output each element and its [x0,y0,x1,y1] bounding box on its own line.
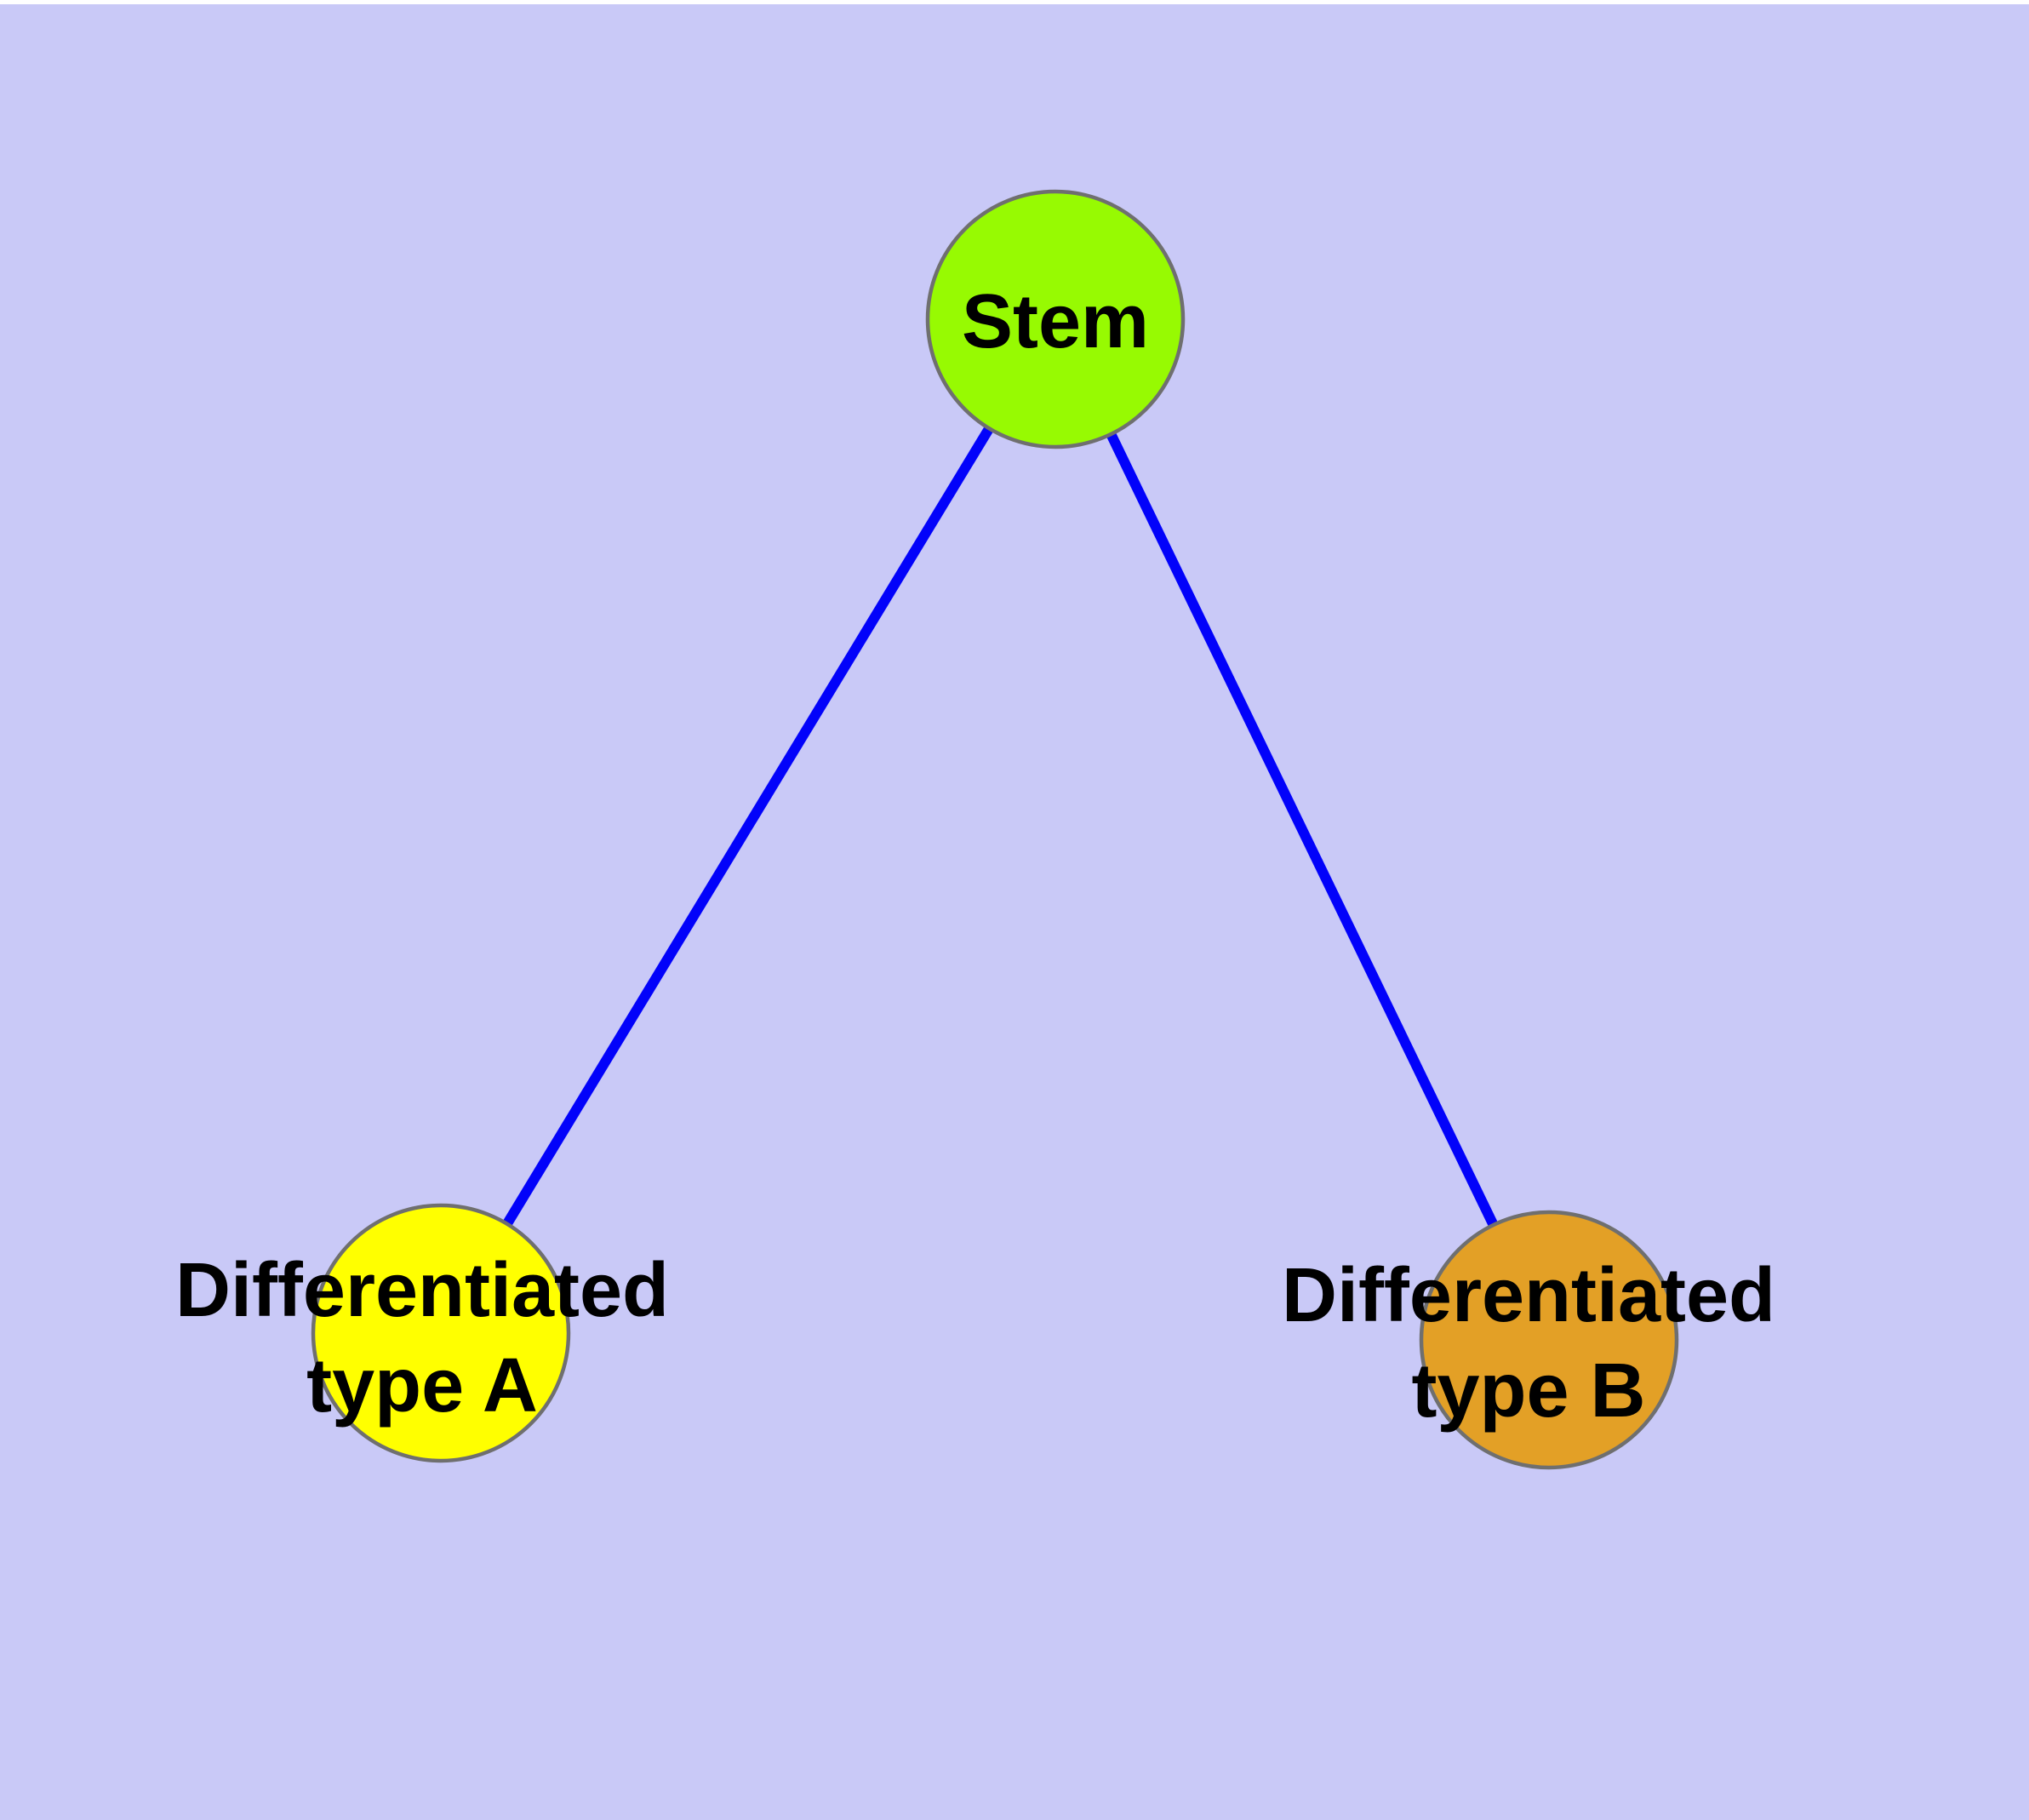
node-type-b-label-line1: Differentiated [1282,1253,1775,1338]
node-stem-circle [925,189,1186,449]
node-type-b-circle [1419,1210,1679,1470]
node-type-a-label-line1: Differentiated [175,1248,669,1333]
node-stem-label: Stem [962,279,1149,364]
top-edge-strip [0,0,2029,4]
node-type-a-label-line2: type A [306,1343,538,1428]
node-type-b-label-line2: type B [1411,1348,1645,1434]
node-type-a-circle [311,1203,571,1463]
edge-stem-to-type-a [436,316,1060,1336]
edge-stem-to-type-b [1050,317,1554,1342]
